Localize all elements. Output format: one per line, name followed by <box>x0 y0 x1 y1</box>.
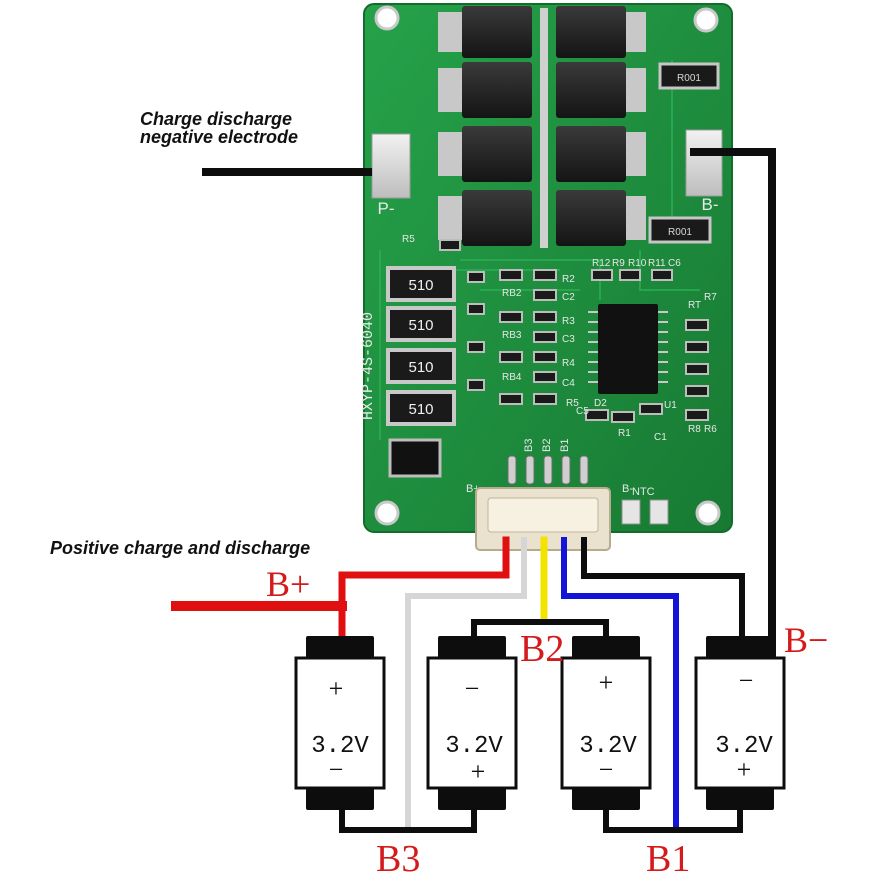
cell-1-voltage: 3.2V <box>311 733 369 760</box>
svg-text:R10: R10 <box>628 258 647 269</box>
silkscreen-refs: R12 R9 R10 R11 C6 RB2 C2 R2 RB3 C3 R3 RB… <box>402 234 717 443</box>
ntc-silkscreen: NTC <box>632 486 655 498</box>
b1-link-wire <box>603 805 743 833</box>
svg-text:D2: D2 <box>594 398 607 409</box>
mounting-hole <box>695 500 721 526</box>
b-minus-pad <box>685 129 723 197</box>
connector-pin-labels: B3 B2 B1 <box>523 439 571 452</box>
b2-label: B2 <box>520 628 565 670</box>
svg-text:C5: C5 <box>576 406 589 417</box>
b1-wire <box>561 537 679 833</box>
svg-text:R5: R5 <box>402 234 415 245</box>
b2-link-wire <box>471 619 609 645</box>
svg-text:R5: R5 <box>566 398 579 409</box>
svg-text:B1: B1 <box>559 439 571 452</box>
svg-text:R12: R12 <box>592 258 611 269</box>
svg-text:R3: R3 <box>562 316 575 327</box>
p-minus-silkscreen: P- <box>378 199 395 218</box>
b3-label: B3 <box>376 838 421 880</box>
b3-link-wire <box>339 805 477 833</box>
balance-resistor: 510 <box>386 266 456 302</box>
b-minus-wire <box>690 148 776 664</box>
cell-2-voltage: 3.2V <box>445 733 503 760</box>
connector-b-minus-silkscreen: B- <box>622 483 633 495</box>
balance-resistor: 510 <box>386 390 456 426</box>
mounting-hole <box>374 500 400 526</box>
svg-text:C3: C3 <box>562 334 575 345</box>
diode <box>388 438 442 478</box>
svg-text:R1: R1 <box>618 428 631 439</box>
svg-text:B3: B3 <box>523 439 535 452</box>
cell-3: + 3.2V − <box>560 636 652 810</box>
svg-text:R001: R001 <box>677 73 701 84</box>
cell-3-top-sign: + <box>599 668 614 697</box>
balance-b-minus-wire <box>581 537 745 663</box>
svg-text:C4: C4 <box>562 378 575 389</box>
svg-text:R7: R7 <box>704 292 717 303</box>
svg-text:510: 510 <box>408 317 433 334</box>
ntc-pad <box>621 499 641 525</box>
pcb-board: P- B- R001 R001 510 510 510 510 <box>360 3 733 533</box>
shunt-resistor: R001 <box>658 62 720 90</box>
svg-text:C6: C6 <box>668 258 681 269</box>
cell-4-bottom-sign: + <box>737 755 752 784</box>
negative-callout-line-2: negative electrode <box>140 127 299 147</box>
svg-text:R4: R4 <box>562 358 575 369</box>
protection-ic <box>588 304 668 394</box>
svg-text:R2: R2 <box>562 274 575 285</box>
svg-text:510: 510 <box>408 359 433 376</box>
svg-text:C2: C2 <box>562 292 575 303</box>
svg-text:510: 510 <box>408 277 433 294</box>
svg-text:C1: C1 <box>654 432 667 443</box>
svg-text:RB3: RB3 <box>502 330 522 341</box>
p-minus-pad <box>371 133 411 199</box>
ntc-pad <box>649 499 669 525</box>
shunt-resistor: R001 <box>648 216 712 244</box>
negative-electrode-callout: Charge discharge negative electrode <box>140 110 298 146</box>
balance-connector <box>475 487 611 551</box>
mounting-hole <box>693 7 719 33</box>
mosfet-array-right <box>556 6 646 246</box>
positive-charge-callout: Positive charge and discharge <box>50 538 311 558</box>
svg-text:B2: B2 <box>541 439 553 452</box>
cell-4-voltage: 3.2V <box>715 733 773 760</box>
wires <box>171 148 776 833</box>
b-minus-silkscreen: B- <box>702 195 719 214</box>
cell-3-voltage: 3.2V <box>579 733 637 760</box>
mosfet-array-left <box>438 6 548 248</box>
cell-1-top-sign: + <box>329 674 344 703</box>
cell-1-bottom-sign: − <box>329 755 344 784</box>
cell-2-bottom-sign: + <box>471 757 486 786</box>
svg-text:R11: R11 <box>648 258 666 269</box>
mounting-hole <box>374 5 400 31</box>
svg-text:R9: R9 <box>612 258 625 269</box>
b3-wire <box>405 537 527 833</box>
b-plus-label: B+ <box>266 564 311 604</box>
svg-text:R6: R6 <box>704 424 717 435</box>
svg-text:RT: RT <box>688 300 701 311</box>
negative-callout-line-1: Charge discharge <box>140 109 293 129</box>
balance-resistor: 510 <box>386 306 456 342</box>
cell-4: − 3.2V + <box>694 636 786 810</box>
balance-resistor: 510 <box>386 348 456 384</box>
svg-text:RB4: RB4 <box>502 372 522 383</box>
svg-text:510: 510 <box>408 401 433 418</box>
cell-3-bottom-sign: − <box>599 755 614 784</box>
b-plus-wire <box>338 536 510 646</box>
b1-label: B1 <box>646 838 691 880</box>
board-model-silkscreen: HXYP-4S-6040 <box>360 312 377 420</box>
svg-text:R8: R8 <box>688 424 701 435</box>
b-minus-label: B− <box>784 620 829 660</box>
cell-2-top-sign: − <box>465 674 480 703</box>
svg-text:RB2: RB2 <box>502 288 522 299</box>
cell-1: + 3.2V − <box>294 636 386 810</box>
cell-2: − 3.2V + <box>426 636 518 810</box>
smd-components <box>439 239 709 423</box>
svg-text:R001: R001 <box>668 227 692 238</box>
cell-4-top-sign: − <box>739 666 754 695</box>
connector-pins <box>507 455 589 485</box>
svg-text:U1: U1 <box>664 400 677 411</box>
